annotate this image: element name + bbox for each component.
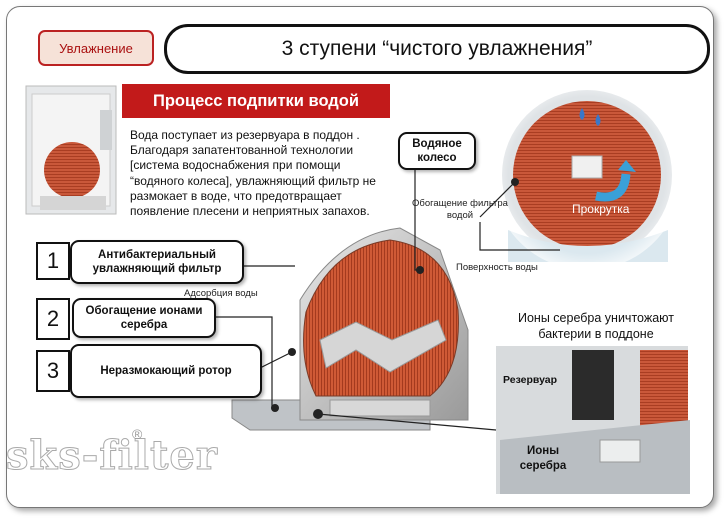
step-1-number: 1	[36, 242, 70, 280]
rotor-closeup	[492, 80, 682, 270]
reservoir-label: Резервуар	[503, 374, 558, 386]
watermark-logo: sks-filter	[6, 432, 218, 480]
process-heading: Процесс подпитки водой	[122, 84, 390, 118]
rotation-label: Прокрутка	[572, 202, 630, 216]
rotor-cross-section	[231, 227, 469, 431]
step-3-number: 3	[36, 350, 70, 392]
water-surface-label: Поверхность воды	[456, 262, 538, 273]
step-2-number: 2	[36, 298, 70, 340]
silver-ion-photo	[496, 346, 690, 494]
device-photo	[25, 85, 117, 215]
step-1-label: Антибактериальный увлажняющий фильтр	[70, 240, 244, 284]
watermark-registered-mark: ®	[132, 426, 143, 442]
silver-ions-label: Ионы серебра	[519, 445, 567, 472]
water-wheel-callout: Водяное колесо	[398, 132, 476, 170]
step-2-label: Обогащение ионами серебра	[72, 298, 216, 338]
step-3-label: Неразмокающий ротор	[70, 344, 262, 398]
section-badge: Увлажнение	[38, 30, 154, 66]
filter-enrichment-label: Обогащение фильтра водой	[412, 198, 508, 221]
adsorption-label: Адсорбция воды	[184, 288, 258, 299]
leader-lines	[214, 165, 560, 431]
silver-ion-caption: Ионы серебра уничтожают бактерии в поддо…	[518, 311, 674, 341]
process-description: Вода поступает из резервуара в поддон . …	[130, 128, 376, 219]
page-title: 3 ступени “чистого увлажнения”	[164, 24, 710, 74]
